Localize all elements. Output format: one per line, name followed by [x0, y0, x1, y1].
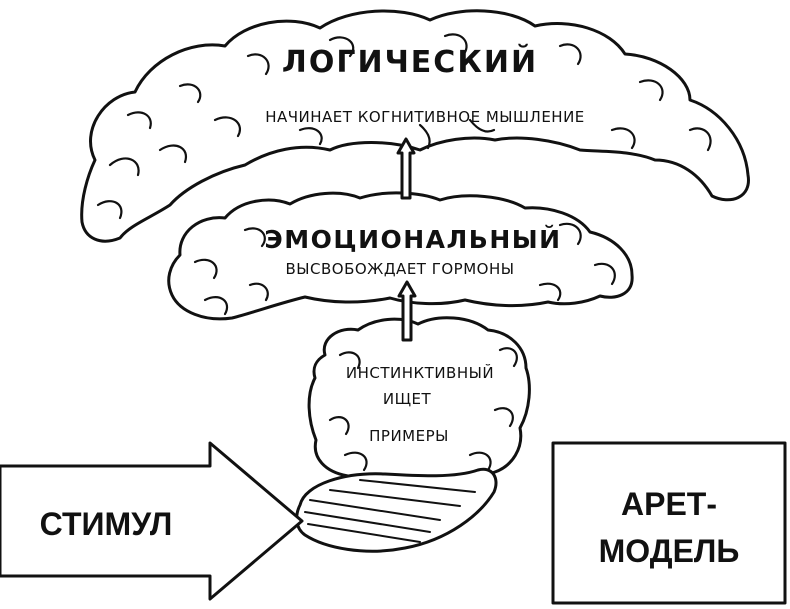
logical-title: ЛОГИЧЕСКИЙ: [282, 44, 538, 80]
stimulus-label: СТИМУЛ: [40, 506, 173, 542]
brainstem: [295, 467, 498, 553]
emotional-title: ЭМОЦИОНАЛЬНЫЙ: [264, 225, 561, 254]
emotional-description: ВЫСВОБОЖДАЕТ ГОРМОНЫ: [285, 260, 514, 278]
arep-model-box: [551, 441, 787, 605]
box-line-2: МОДЕЛЬ: [599, 533, 740, 569]
instinctive-line-2: ИЩЕТ: [383, 390, 432, 408]
logical-description: НАЧИНАЕТ КОГНИТИВНОЕ МЫШЛЕНИЕ: [265, 108, 585, 126]
stimulus-arrow: [0, 441, 304, 601]
logical-brain-region: [80, 9, 750, 243]
emotional-brain-region: [167, 191, 634, 321]
instinctive-line-1: ИНСТИНКТИВНЫЙ: [346, 363, 494, 382]
instinctive-line-3: ПРИМЕРЫ: [369, 427, 449, 445]
instinctive-brain-region: [307, 316, 531, 484]
arrow-up-icon: [396, 137, 416, 200]
arrow-up-icon: [397, 280, 417, 342]
box-line-1: АРЕТ-: [621, 486, 717, 522]
